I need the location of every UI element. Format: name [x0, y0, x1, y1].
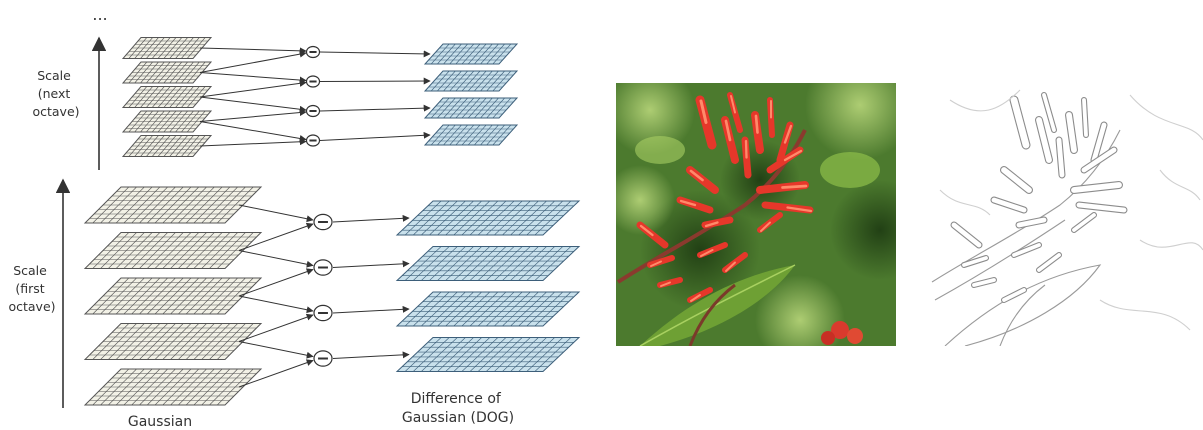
minus-operator-first-3 [314, 305, 332, 320]
gaussian-layer-next-2 [123, 62, 211, 83]
arrow-next-a-4 [200, 122, 306, 140]
minus-operator-first-2 [314, 260, 332, 275]
gaussian-layer-first-1 [85, 187, 261, 223]
arrow-next-out-1 [320, 52, 430, 54]
gaussian-layer-next-5 [123, 136, 211, 157]
arrow-next-b-1 [200, 53, 306, 73]
arrow-next-a-1 [200, 48, 306, 51]
gaussian-layer-first-5 [85, 369, 261, 405]
arrow-first-out-3 [333, 309, 409, 313]
scale-next-line-1: Scale [37, 68, 71, 83]
dog-layer-next-1 [425, 44, 517, 64]
arrow-next-b-3 [200, 112, 306, 122]
arrow-next-b-4 [200, 142, 306, 147]
minus-operator-next-1 [307, 46, 320, 57]
dog-layer-next-2 [425, 71, 517, 91]
red-flower-photo [605, 50, 930, 365]
scale-first-line-1: Scale [13, 263, 47, 278]
dog-layer-first-1 [397, 201, 579, 235]
minus-operator-next-2 [307, 76, 320, 87]
arrow-next-out-3 [320, 108, 430, 111]
edge-detected-flower [930, 83, 1203, 346]
petal-highlight [756, 116, 758, 133]
minus-operator-next-3 [307, 105, 320, 116]
scale-first-line-2: (first [15, 281, 44, 296]
arrow-next-b-2 [200, 83, 306, 98]
gaussian-layer-next-1 [123, 38, 211, 59]
arrow-first-out-4 [333, 355, 409, 359]
arrow-first-a-2 [239, 251, 313, 266]
gaussian-layer-next-3 [123, 87, 211, 108]
dog-layer-first-4 [397, 338, 579, 372]
ellipsis-label: ... [92, 5, 107, 24]
minus-operator-next-4 [307, 135, 320, 146]
arrow-next-out-4 [320, 135, 430, 141]
gaussian-layer-next-4 [123, 111, 211, 132]
arrow-next-out-2 [320, 81, 430, 82]
dog-label-line-2: Gaussian (DOG) [402, 410, 514, 426]
dog-layer-next-4 [425, 125, 517, 145]
dog-label: Difference of Gaussian (DOG) [402, 391, 514, 426]
arrow-first-out-1 [333, 218, 409, 222]
edge-petal-inner [1059, 140, 1062, 175]
arrow-first-a-3 [239, 296, 313, 311]
scale-next-line-3: octave) [32, 104, 79, 119]
dog-label-line-1: Difference of [411, 391, 502, 407]
dog-layer-next-3 [425, 98, 517, 118]
minus-operator-first-1 [314, 214, 332, 229]
gaussian-layer-first-4 [85, 324, 261, 360]
arrow-next-a-3 [200, 97, 306, 110]
gaussian-label: Gaussian [128, 414, 192, 430]
arrow-first-a-1 [239, 205, 313, 220]
scale-next-line-2: (next [38, 86, 71, 101]
gaussian-layer-first-2 [85, 233, 261, 269]
scale-first-octave-label: Scale (first octave) [8, 263, 55, 314]
petal-highlight [746, 141, 747, 158]
minus-operator-first-4 [314, 351, 332, 366]
arrow-next-a-2 [200, 73, 306, 81]
scale-first-line-3: octave) [8, 299, 55, 314]
scale-next-octave-label: Scale (next octave) [32, 68, 79, 119]
edge-petal-inner [1084, 100, 1086, 135]
arrow-first-out-2 [333, 264, 409, 268]
dog-layer-first-3 [397, 292, 579, 326]
petal-highlight [783, 186, 807, 188]
dog-layer-first-2 [397, 247, 579, 281]
arrow-first-a-4 [239, 342, 313, 357]
gaussian-layer-first-3 [85, 278, 261, 314]
